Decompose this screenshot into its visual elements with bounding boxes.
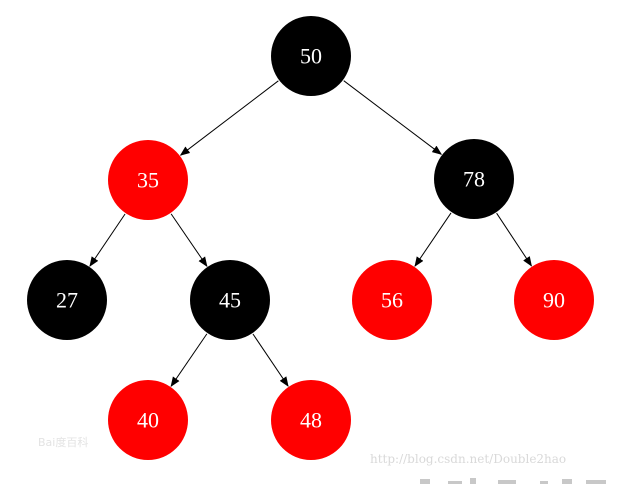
node-circle-black	[190, 260, 270, 340]
tree-node-56: 56	[352, 260, 432, 340]
node-label: 27	[56, 288, 78, 313]
tree-nodes: 50 35 78 27 45 56 90 40 48	[27, 16, 594, 460]
tree-node-40: 40	[108, 380, 188, 460]
edge-78-to-90	[496, 212, 532, 267]
tree-node-90: 90	[514, 260, 594, 340]
edge-35-to-45	[170, 213, 208, 267]
node-label: 45	[219, 288, 241, 313]
node-label: 78	[463, 167, 485, 192]
node-circle-red	[108, 380, 188, 460]
node-label: 90	[543, 288, 565, 313]
baike-logo-watermark: Bai度百科	[38, 435, 88, 449]
node-circle-black	[27, 260, 107, 340]
node-circle-black	[434, 139, 514, 219]
tree-edges	[89, 80, 532, 387]
node-circle-red	[271, 380, 351, 460]
node-label: 40	[137, 408, 159, 433]
tree-node-50: 50	[271, 16, 351, 96]
node-circle-black	[271, 16, 351, 96]
edge-45-to-48	[252, 333, 289, 387]
edge-45-to-40	[170, 333, 208, 387]
node-label: 50	[300, 44, 322, 69]
tree-node-27: 27	[27, 260, 107, 340]
node-label: 35	[137, 168, 159, 193]
tree-node-48: 48	[271, 380, 351, 460]
edge-78-to-56	[414, 212, 452, 267]
baike-watermark: Bai度百科	[38, 435, 88, 449]
bottom-edge-artifacts	[420, 478, 606, 484]
node-circle-red	[352, 260, 432, 340]
edge-50-to-35	[179, 80, 279, 156]
tree-node-45: 45	[190, 260, 270, 340]
tree-node-78: 78	[434, 139, 514, 219]
node-circle-red	[108, 140, 188, 220]
edge-35-to-27	[89, 213, 126, 267]
node-circle-red	[514, 260, 594, 340]
tree-node-35: 35	[108, 140, 188, 220]
edge-50-to-78	[343, 80, 443, 155]
node-label: 48	[300, 408, 322, 433]
node-label: 56	[381, 288, 403, 313]
url-watermark: http://blog.csdn.net/Double2hao	[370, 452, 566, 466]
